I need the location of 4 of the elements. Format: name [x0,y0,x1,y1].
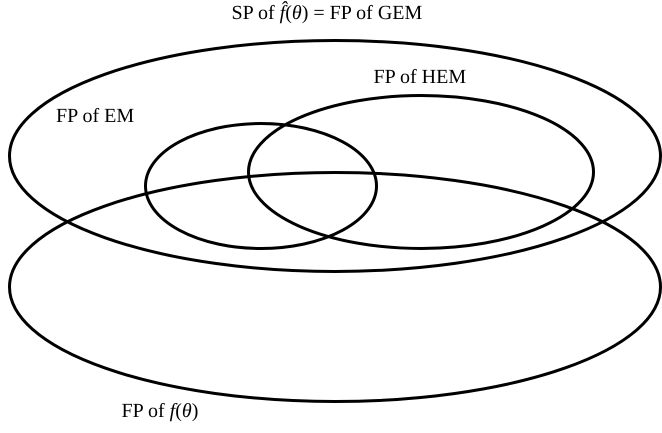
set-label: FP of HEM [374,66,466,89]
set-label: SP of f̂(θ) = FP of GEM [232,2,422,25]
set-label: FP of EM [56,105,134,128]
set-label: FP of f(θ) [122,400,198,423]
